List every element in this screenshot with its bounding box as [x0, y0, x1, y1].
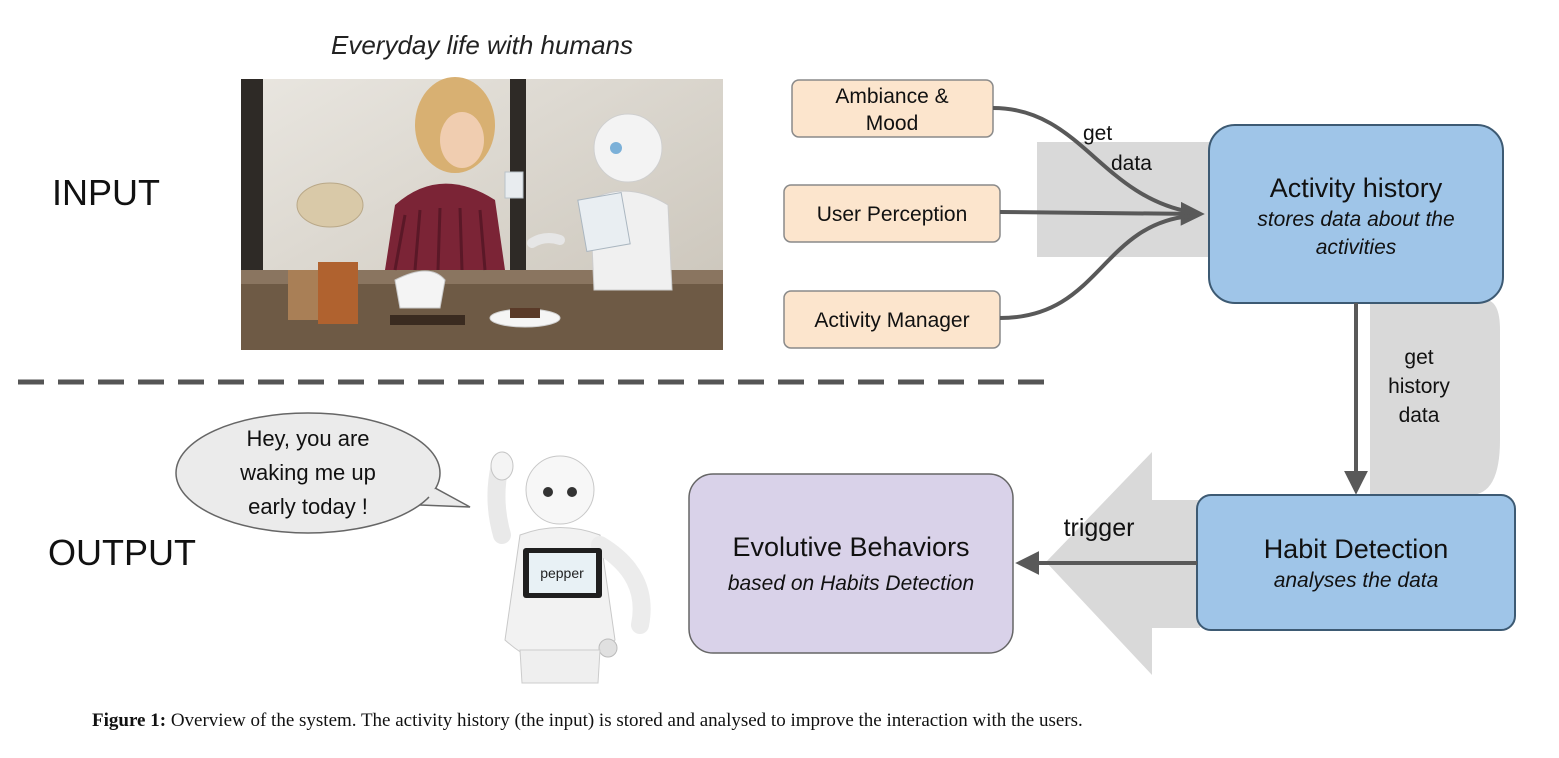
figure-caption-label: Figure 1: — [92, 710, 166, 731]
speech-line2: waking me up — [239, 460, 376, 485]
get-history-label-line3: data — [1399, 404, 1440, 427]
output-label: OUTPUT — [48, 532, 196, 573]
get-history-band — [1370, 300, 1500, 495]
arrow-manager-to-history — [999, 214, 1191, 320]
habit-detection-node: Habit Detection analyses the data — [1196, 494, 1516, 631]
arrow-ambiance-to-history — [992, 106, 1191, 214]
ambiance-mood-line1: Ambiance & — [835, 85, 948, 108]
speech-bubble: Hey, you are waking me up early today ! — [175, 412, 471, 534]
user-perception-label: User Perception — [817, 203, 968, 226]
speech-line1: Hey, you are — [246, 426, 369, 451]
habit-detection-desc: analyses the data — [1274, 569, 1439, 592]
activity-manager-box: Activity Manager — [783, 290, 1001, 349]
speech-line3: early today ! — [248, 494, 368, 519]
get-data-label-line2: data — [1111, 152, 1152, 175]
trigger-label: trigger — [1064, 514, 1135, 542]
ambiance-mood-line2: Mood — [866, 112, 919, 135]
figure-caption: Figure 1: Overview of the system. The ac… — [92, 710, 1083, 731]
activity-history-node: Activity history stores data about the a… — [1208, 124, 1504, 304]
activity-history-desc-line2: activities — [1316, 236, 1397, 259]
get-data-label-line1: get — [1083, 122, 1112, 145]
robot-tablet-text: pepper — [540, 565, 584, 581]
activity-history-desc-line1: stores data about the — [1257, 208, 1454, 231]
evolutive-behaviors-node: Evolutive Behaviors based on Habits Dete… — [688, 473, 1014, 654]
activity-manager-label: Activity Manager — [814, 309, 969, 332]
photo-caption: Everyday life with humans — [331, 30, 633, 60]
get-data-band — [1037, 142, 1217, 257]
figure-caption-text: Overview of the system. The activity his… — [166, 710, 1083, 731]
pepper-robot: pepper — [487, 451, 651, 684]
get-history-label-line2: history — [1388, 375, 1450, 398]
ambiance-mood-box: Ambiance & Mood — [791, 79, 994, 138]
table-items — [288, 182, 561, 328]
woman-figure — [385, 77, 524, 271]
evolutive-behaviors-title: Evolutive Behaviors — [732, 532, 969, 562]
input-label: INPUT — [52, 172, 160, 213]
arrow-perception-to-history — [999, 201, 1205, 226]
evolutive-behaviors-desc: based on Habits Detection — [728, 572, 974, 595]
user-perception-box: User Perception — [783, 184, 1001, 243]
get-history-label-line1: get — [1404, 346, 1433, 369]
activity-history-title: Activity history — [1270, 173, 1443, 203]
everyday-life-photo — [241, 77, 723, 350]
robot-in-photo — [527, 113, 673, 291]
habit-detection-title: Habit Detection — [1264, 534, 1449, 564]
